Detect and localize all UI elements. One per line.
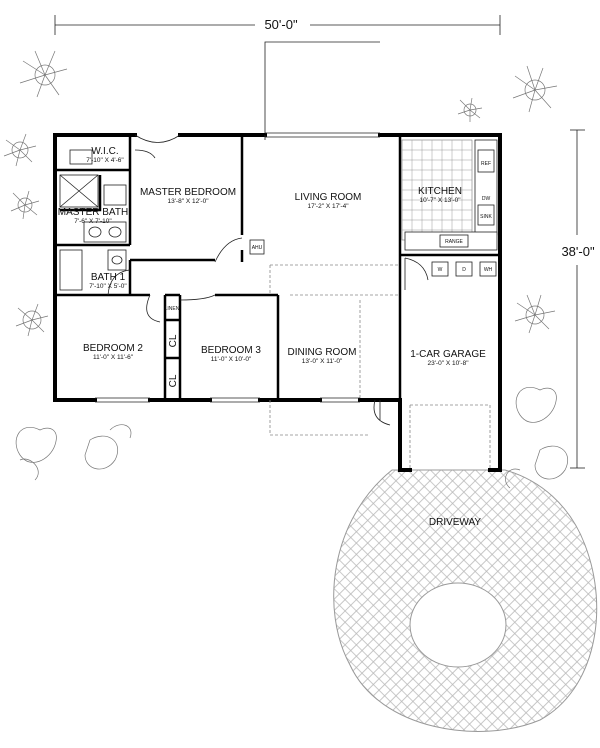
bathtub-icon <box>59 249 83 291</box>
bedroom2-size: 11'-0" X 11'-6" <box>93 354 134 361</box>
plant-icon <box>514 294 556 334</box>
plant-icon <box>512 65 558 113</box>
dryer-label: D <box>462 267 466 273</box>
living-room-size: 17'-2" X 17'-4" <box>307 203 349 210</box>
fixtures: AHU LINEN <box>59 149 265 312</box>
range-icon <box>439 234 469 248</box>
garage-size: 23'-0" X 10'-8" <box>427 360 469 367</box>
linen-label: LINEN <box>165 306 180 312</box>
kitchen-name: KITCHEN <box>418 186 462 197</box>
wic-size: 7'-10" X 4'-6" <box>86 157 124 164</box>
wic-name: W.I.C. <box>91 146 118 157</box>
dw-label: DW <box>482 196 491 202</box>
room-divides <box>269 264 491 470</box>
bedroom3-name: BEDROOM 3 <box>201 345 261 356</box>
plant-icon <box>15 427 57 481</box>
washer-label: W <box>438 267 443 273</box>
plant-icon <box>515 387 557 423</box>
bath1-name: BATH 1 <box>91 272 126 283</box>
kitchen-area: REF SINK DW RANGE <box>401 139 498 251</box>
plant-icon <box>3 133 37 167</box>
living-room-name: LIVING ROOM <box>295 192 362 203</box>
interior-walls <box>55 135 500 400</box>
ref-label: REF <box>481 161 491 167</box>
garage-name: 1-CAR GARAGE <box>410 349 486 360</box>
plant-icon <box>457 97 483 122</box>
plant-icon <box>84 424 132 470</box>
width-dimension: 50'-0" <box>54 15 501 35</box>
master-bedroom-size: 13'-8" X 12'-0" <box>167 198 209 205</box>
refrigerator-icon <box>477 149 495 173</box>
bath1-size: 7'-10" X 5'-0" <box>89 283 127 290</box>
kitchen-size: 10'-7" X 13'-0" <box>419 197 461 204</box>
master-bedroom-name: MASTER BEDROOM <box>140 187 236 198</box>
depth-dimension: 38'-0" <box>561 129 595 469</box>
sink-icon <box>477 204 495 226</box>
landscaping <box>3 50 568 489</box>
sink-label: SINK <box>480 214 492 220</box>
water-heater-label: WH <box>484 267 493 273</box>
laundry: W D WH <box>404 257 497 290</box>
driveway: DRIVEWAY <box>333 469 598 732</box>
wic-shelf-icon <box>69 149 93 165</box>
plant-icon <box>10 190 40 220</box>
toilet-icon <box>103 184 127 206</box>
master-bath-name: MASTER BATH <box>58 207 128 218</box>
depth-label: 38'-0" <box>561 244 595 259</box>
ahu-icon <box>249 239 265 255</box>
dining-room-name: DINING ROOM <box>288 347 357 358</box>
bedroom2-name: BEDROOM 2 <box>83 343 143 354</box>
kitchen-tile-floor <box>401 139 473 241</box>
doors <box>107 134 391 426</box>
windows <box>95 132 380 403</box>
width-label: 50'-0" <box>264 17 298 32</box>
closet1-label: CL <box>168 334 179 347</box>
range-label: RANGE <box>445 239 463 245</box>
room-labels: W.I.C. 7'-10" X 4'-6" MASTER BEDROOM 13'… <box>58 146 486 387</box>
plant-icon <box>505 445 568 489</box>
dining-room-size: 13'-0" X 11'-0" <box>302 358 343 365</box>
master-bath-size: 7'-6" X 7'-10" <box>74 218 112 225</box>
water-heater-icon <box>479 261 497 277</box>
washer-icon <box>431 261 449 277</box>
plant-icon <box>19 50 68 98</box>
dryer-icon <box>455 261 473 277</box>
ahu-label: AHU <box>252 245 263 251</box>
driveway-label: DRIVEWAY <box>429 517 482 528</box>
bedroom3-size: 11'-0" X 10'-0" <box>211 356 252 363</box>
closet2-label: CL <box>168 374 179 387</box>
plant-icon <box>15 303 49 337</box>
